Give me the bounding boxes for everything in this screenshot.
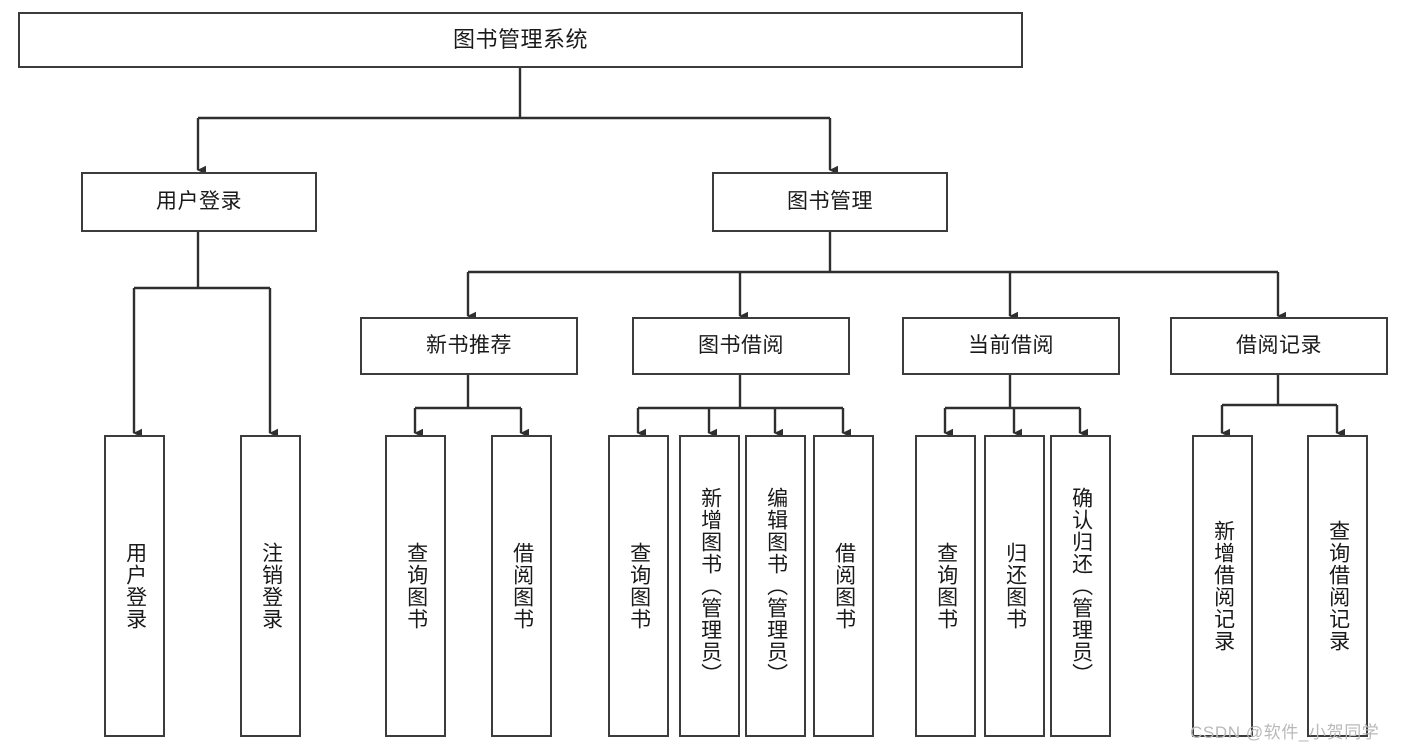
node-leaf-logout[interactable]: 注销登录 (240, 435, 301, 737)
node-label: 用户登录 (123, 542, 147, 630)
watermark-csdn: CSDN @软件_小贺同学 (1190, 723, 1380, 742)
node-leaf-query-book-recommendation[interactable]: 查询图书 (385, 435, 446, 737)
node-leaf-return-book[interactable]: 归还图书 (984, 435, 1045, 737)
node-user-login[interactable]: 用户登录 (81, 172, 317, 232)
node-label: 查询图书 (404, 542, 428, 630)
node-label: 借阅图书 (510, 542, 534, 630)
node-label: 图书管理 (787, 189, 873, 213)
node-label: 查询图书 (934, 542, 958, 630)
node-new-book-recommendation[interactable]: 新书推荐 (360, 317, 578, 375)
node-label: 借阅图书 (832, 542, 856, 630)
node-leaf-query-book-borrow[interactable]: 查询图书 (608, 435, 669, 737)
node-root-book-management-system[interactable]: 图书管理系统 (18, 12, 1023, 68)
node-label: 注销登录 (259, 542, 283, 630)
node-leaf-edit-book-admin[interactable]: 编辑图书（管理员） (745, 435, 806, 737)
node-current-borrow[interactable]: 当前借阅 (902, 317, 1120, 375)
node-book-management[interactable]: 图书管理 (712, 172, 948, 232)
node-label: 新书推荐 (426, 333, 512, 357)
node-label: 新增图书（管理员） (698, 487, 722, 685)
node-leaf-query-borrow-record[interactable]: 查询借阅记录 (1307, 435, 1368, 737)
node-label: 图书管理系统 (452, 27, 588, 53)
node-leaf-add-borrow-record[interactable]: 新增借阅记录 (1192, 435, 1253, 737)
node-label: 新增借阅记录 (1211, 520, 1235, 652)
node-book-borrow[interactable]: 图书借阅 (632, 317, 850, 375)
node-label: 借阅记录 (1236, 333, 1322, 357)
node-leaf-confirm-return-admin[interactable]: 确认归还（管理员） (1050, 435, 1111, 737)
node-leaf-borrow-book-recommendation[interactable]: 借阅图书 (491, 435, 552, 737)
node-label: 编辑图书（管理员） (764, 487, 788, 685)
node-leaf-query-book-current[interactable]: 查询图书 (915, 435, 976, 737)
node-leaf-user-login[interactable]: 用户登录 (104, 435, 165, 737)
node-label: 用户登录 (156, 189, 242, 213)
node-label: 查询图书 (627, 542, 651, 630)
node-label: 确认归还（管理员） (1069, 487, 1093, 685)
node-label: 当前借阅 (968, 333, 1054, 357)
node-borrow-record[interactable]: 借阅记录 (1170, 317, 1388, 375)
node-label: 归还图书 (1003, 542, 1027, 630)
node-leaf-add-book-admin[interactable]: 新增图书（管理员） (679, 435, 740, 737)
node-leaf-borrow-book[interactable]: 借阅图书 (813, 435, 874, 737)
node-label: 查询借阅记录 (1326, 520, 1350, 652)
node-label: 图书借阅 (698, 333, 784, 357)
